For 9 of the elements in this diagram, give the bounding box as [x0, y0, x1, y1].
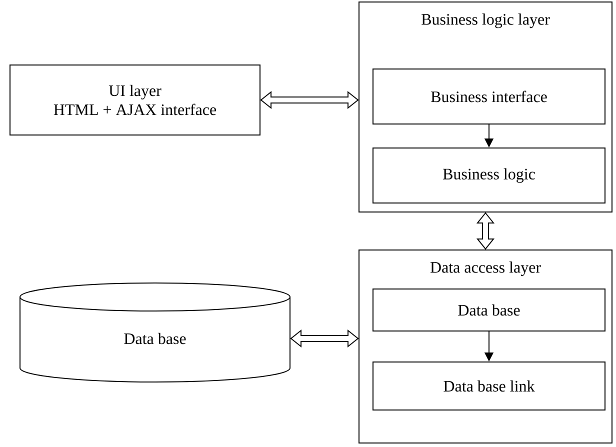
arrow	[260, 90, 359, 110]
module-box: Data base	[372, 288, 606, 332]
database-cylinder: Data base	[20, 282, 290, 382]
arrow	[290, 329, 359, 348]
module-box: Business logic	[372, 148, 606, 204]
module-box: Data base link	[372, 362, 606, 410]
layer-box: UI layer HTML + AJAX interface	[10, 64, 260, 136]
arrow	[476, 212, 495, 250]
module-box: Business interface	[372, 68, 606, 124]
